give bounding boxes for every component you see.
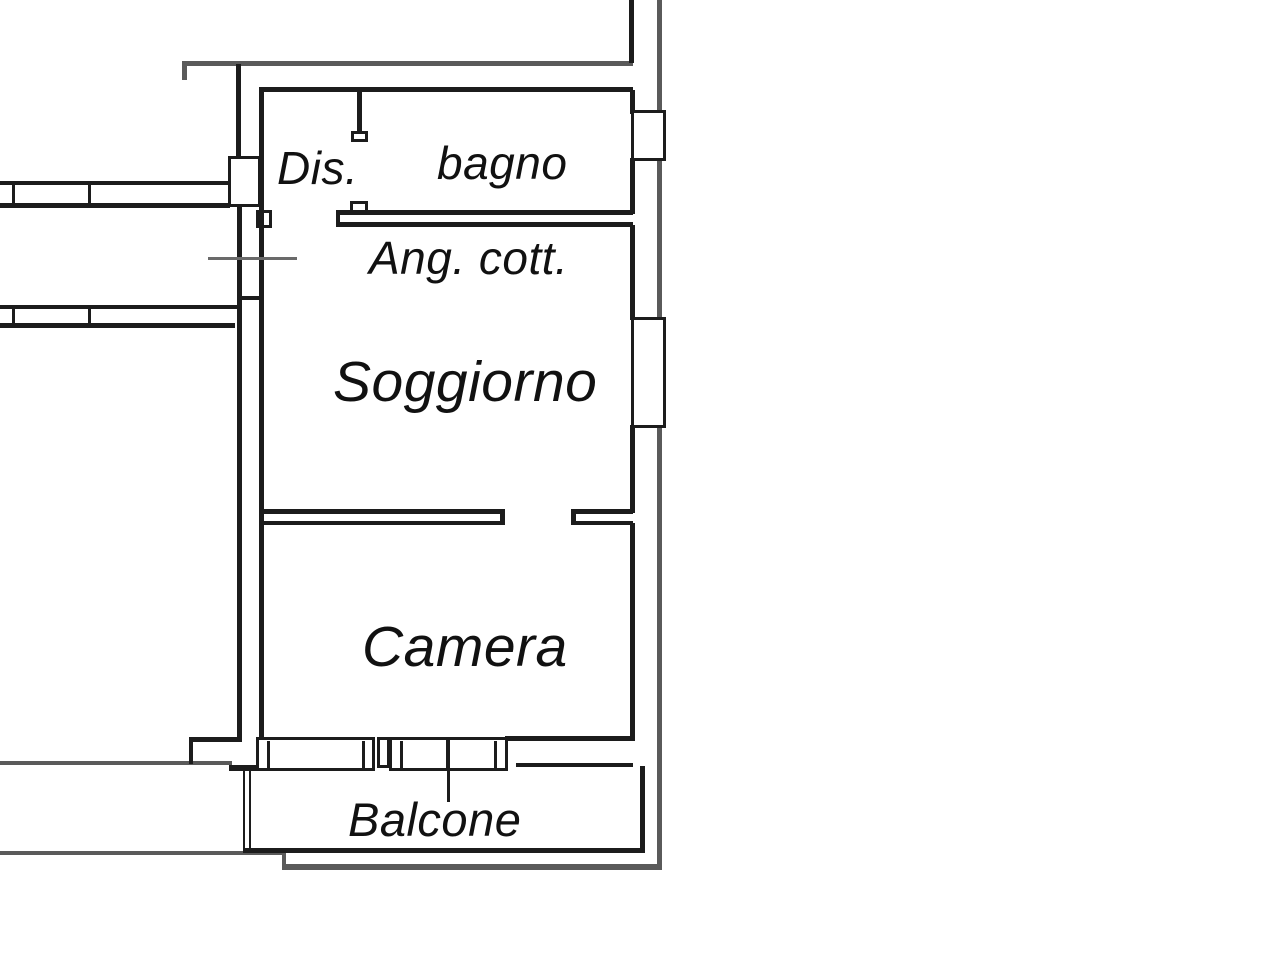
- passage-marker-line: [208, 257, 297, 260]
- wall-neighbor-lower: [0, 761, 232, 765]
- wall-sogg-camera-right-cap: [571, 509, 576, 525]
- wall-step-vertical: [189, 737, 193, 764]
- wall-sogg-camera-left-upper: [262, 509, 505, 514]
- wall-right-interior-top: [629, 0, 634, 63]
- door-leaf-balcone: [447, 768, 450, 802]
- wall-dis-bagno-top: [259, 87, 633, 92]
- wall-band1-tick1: [12, 181, 15, 208]
- wall-right-interior-angcott: [630, 225, 635, 320]
- window-door-2-jamb-right: [494, 741, 497, 768]
- wall-bagno-floor-endcap: [336, 210, 340, 227]
- wall-entry-vertical: [236, 64, 241, 157]
- wall-top-corridor-stub: [182, 61, 187, 80]
- balcony-left-rail-inner: [249, 766, 251, 852]
- wall-bagno-floor-lower: [336, 222, 633, 227]
- wall-band2-top: [0, 305, 240, 309]
- wall-band1-bottom: [0, 203, 230, 208]
- window-bagno: [631, 110, 666, 161]
- room-label-dis: Dis.: [277, 142, 359, 194]
- room-label-ang-cott: Ang. cott.: [369, 232, 569, 284]
- balcony-bottom-rail: [243, 848, 645, 853]
- wall-bagno-floor-upper: [336, 210, 633, 215]
- window-soggiorno: [631, 317, 666, 428]
- wall-step-horizontal: [189, 737, 242, 742]
- wall-sogg-camera-right-lower: [571, 521, 633, 525]
- window-door-1-jamb-right: [362, 741, 365, 768]
- wall-exterior-bottom-step: [282, 851, 286, 868]
- door-jamb-bagno: [350, 201, 368, 213]
- room-label-balcone: Balcone: [348, 793, 522, 846]
- wall-party-right-line: [259, 87, 264, 742]
- room-label-camera: Camera: [362, 615, 568, 679]
- wall-party-connector: [238, 296, 264, 300]
- window-door-balcone-1: [256, 737, 375, 771]
- wall-top-corridor: [182, 61, 633, 66]
- door-leaf-dis-foot: [351, 131, 368, 142]
- window-door-1-jamb-left: [267, 741, 270, 768]
- wall-band2-tick1: [12, 305, 15, 328]
- wall-right-interior-camera: [630, 523, 635, 741]
- wall-junction-block: [228, 156, 261, 207]
- window-door-mid-jamb: [377, 737, 390, 768]
- wall-sogg-camera-left-cap: [500, 509, 505, 525]
- room-label-soggiorno: Soggiorno: [333, 350, 598, 414]
- wall-exterior-bottom: [282, 864, 662, 870]
- wall-right-interior-bagno-a: [630, 90, 635, 114]
- window-door-2-divider: [446, 737, 450, 768]
- room-label-bagno: bagno: [437, 137, 568, 189]
- balcony-right-edge: [640, 766, 645, 852]
- wall-party-left-line: [237, 206, 242, 738]
- wall-right-interior-soggiorno: [630, 425, 635, 513]
- wall-right-interior-bagno-b: [630, 158, 635, 214]
- wall-camera-bottom-right-upper: [505, 736, 633, 741]
- wall-sogg-camera-left-lower: [262, 521, 500, 525]
- door-leaf-dis: [357, 92, 362, 133]
- wall-sogg-camera-right-upper: [571, 509, 633, 514]
- wall-band2-bottom: [0, 323, 235, 328]
- balcony-left-rail-outer: [243, 766, 245, 852]
- wall-under-camera-left-seg: [229, 765, 262, 771]
- wall-exterior-right: [657, 0, 662, 867]
- wall-neighbor-balcony-edge: [0, 851, 285, 855]
- wall-band1-tick2: [88, 181, 91, 208]
- wall-camera-bottom-right-lower: [516, 763, 633, 767]
- window-door-2-jamb-left: [400, 741, 403, 768]
- wall-band1-top: [0, 181, 230, 185]
- wall-band2-tick2: [88, 305, 91, 328]
